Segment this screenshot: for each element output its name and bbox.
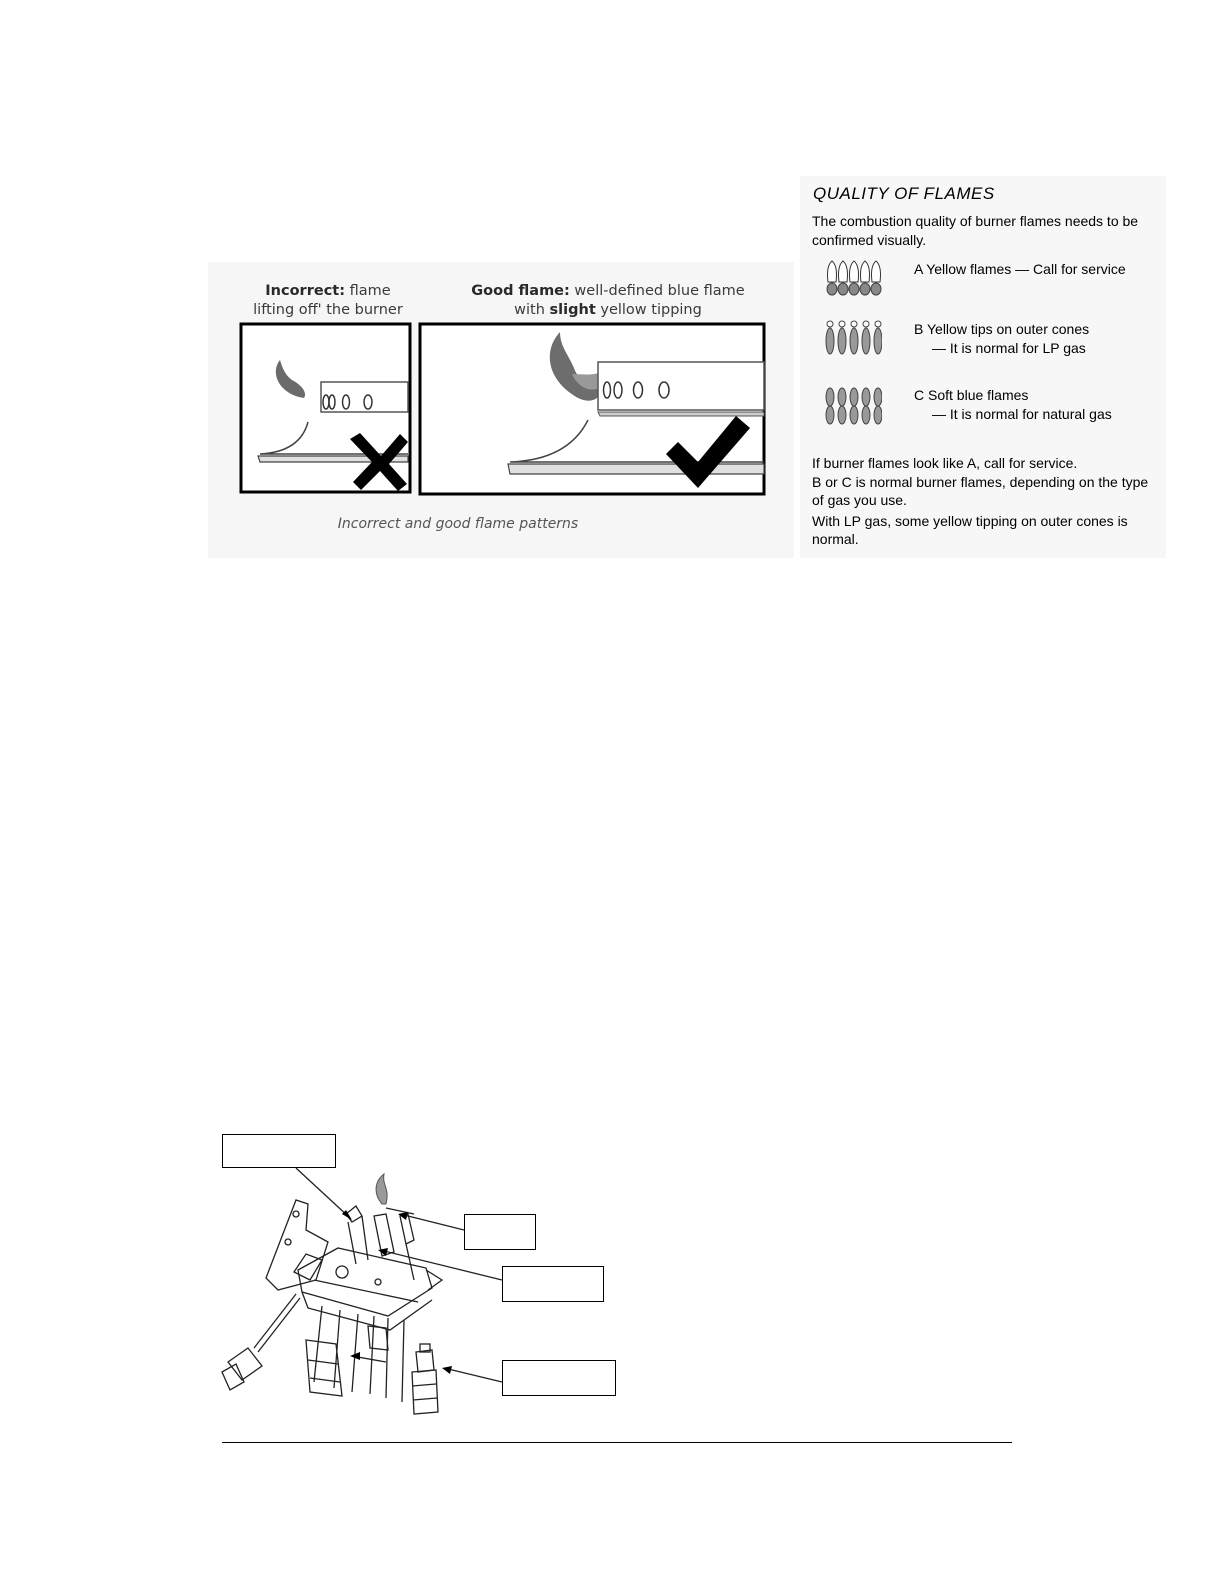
pilot-flame-icon <box>375 1172 388 1205</box>
x-mark-icon <box>350 433 408 491</box>
quality-row-b: B Yellow tips on outer cones — It is nor… <box>800 320 1166 364</box>
callout-box-pilot-hood <box>502 1266 604 1302</box>
quality-of-flames-panel: QUALITY OF FLAMES The combustion quality… <box>800 176 1166 558</box>
soft-blue-flames-icon <box>825 387 882 425</box>
incorrect-flame-caption: Incorrect: flame lifting off' the burner <box>253 283 403 318</box>
quality-row-c-text: C Soft blue flames — It is normal for na… <box>914 387 1112 422</box>
callout-box-thermocouple <box>222 1134 336 1168</box>
flame-patterns-illustration <box>239 322 766 496</box>
good-flame-shape <box>549 332 602 401</box>
quality-intro: The combustion quality of burner flames … <box>812 213 1139 248</box>
quality-note: B or C is normal burner flames, dependin… <box>812 473 1149 509</box>
lifted-flame-shape <box>275 360 306 398</box>
footer-rule <box>222 1442 1012 1443</box>
quality-notes: If burner flames look like A, call for s… <box>812 454 1157 549</box>
pilot-assembly-illustration <box>221 1167 503 1415</box>
quality-note: With LP gas, some yellow tipping on oute… <box>812 512 1128 548</box>
quality-row-c: C Soft blue flames — It is normal for na… <box>800 386 1166 430</box>
yellow-tips-icon <box>825 320 882 355</box>
quality-title: QUALITY OF FLAMES <box>813 184 995 203</box>
figure-caption: Incorrect and good flame patterns <box>337 516 579 532</box>
yellow-flames-icon <box>826 260 882 296</box>
quality-row-a-text: A Yellow flames — Call for service <box>914 261 1126 277</box>
callout-box-orifice <box>502 1360 616 1396</box>
check-mark-icon <box>666 416 750 488</box>
flame-patterns-figure: Incorrect: flame lifting off' the burner… <box>208 262 794 558</box>
quality-row-b-text: B Yellow tips on outer cones — It is nor… <box>914 321 1090 356</box>
good-flame-caption: Good flame: well-defined blue flame with… <box>471 283 745 318</box>
quality-note: If burner flames look like A, call for s… <box>812 455 1078 471</box>
callout-arrow-icon <box>342 1210 452 1374</box>
pilot-assembly-figure <box>218 1130 628 1420</box>
quality-row-a: A Yellow flames — Call for service <box>800 260 1166 304</box>
callout-box-electrode <box>464 1214 536 1250</box>
